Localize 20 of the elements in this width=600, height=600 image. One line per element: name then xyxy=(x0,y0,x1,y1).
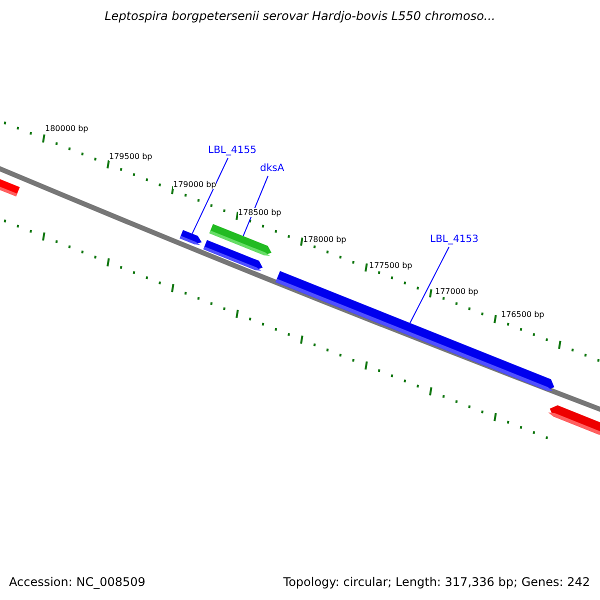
info-text: Accession: NC_008509 xyxy=(9,575,146,589)
gene-label: LBL_4155 xyxy=(208,145,256,156)
map-title: Leptospira borgpetersenii serovar Hardjo-bovis L550 chromoso... xyxy=(104,9,496,23)
position-label: 179500 bp xyxy=(109,152,152,161)
leader-line xyxy=(192,158,228,234)
gene-feature xyxy=(0,178,20,196)
position-label: 176500 bp xyxy=(501,310,544,319)
position-label: 179000 bp xyxy=(173,180,216,189)
gene-feature xyxy=(180,230,202,246)
position-label: 178500 bp xyxy=(238,208,282,217)
gene-feature xyxy=(203,240,263,271)
position-label: 178000 bp xyxy=(303,235,346,244)
position-label: 180000 bp xyxy=(45,124,88,133)
leader-line xyxy=(242,176,268,237)
gene-label: dksA xyxy=(260,163,284,174)
leader-line xyxy=(410,246,450,324)
info-text: Topology: circular; Length: 317,336 bp; Genes: 242 xyxy=(283,575,590,589)
gene-label: LBL_4153 xyxy=(430,234,478,245)
gene-feature xyxy=(548,405,600,435)
position-label: 177000 bp xyxy=(435,287,478,296)
